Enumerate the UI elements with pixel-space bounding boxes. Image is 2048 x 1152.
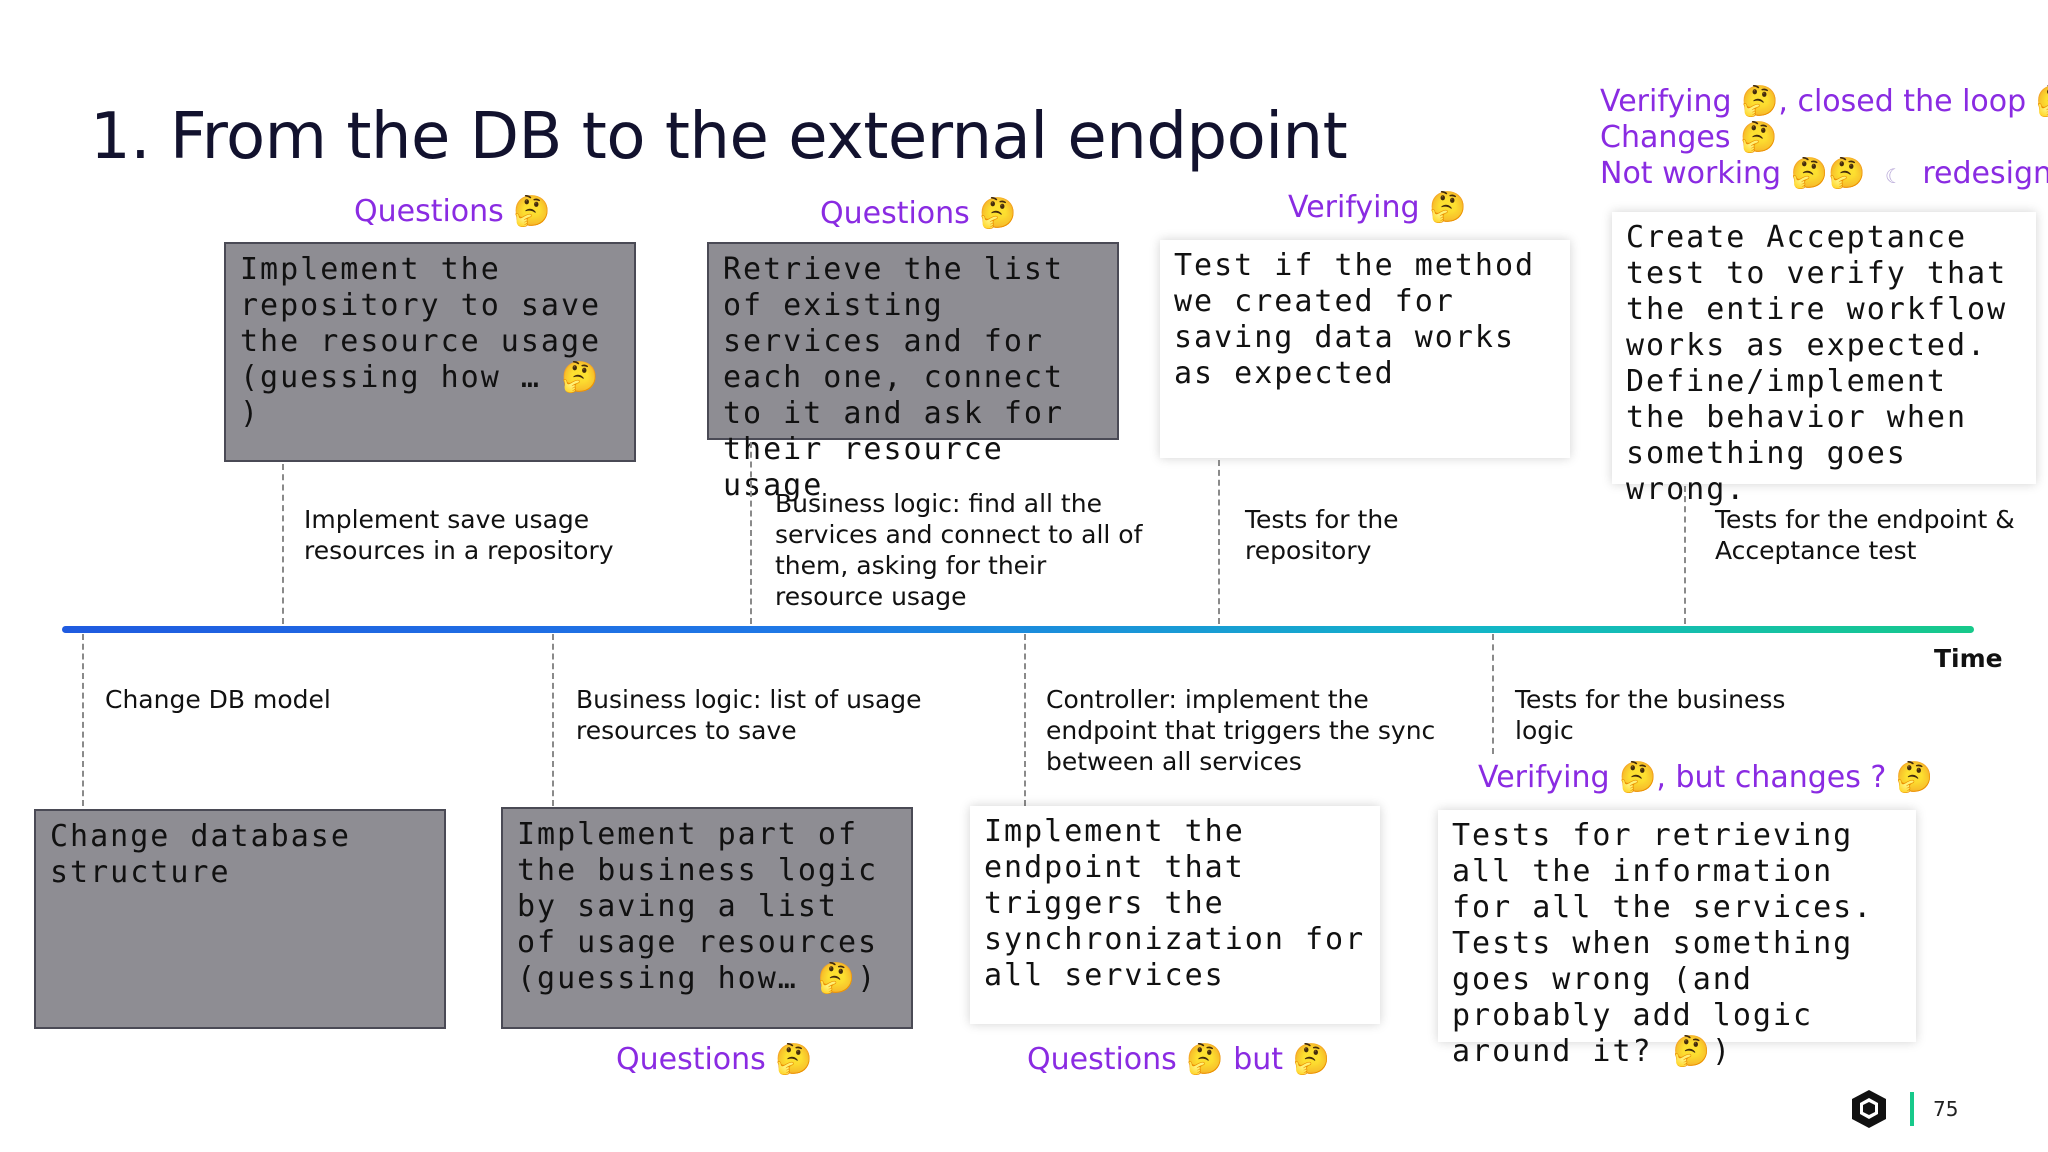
company-logo-icon: [1852, 1090, 1886, 1128]
task-box-tests-retrieving: Tests for retrieving all the information…: [1438, 810, 1916, 1069]
task-box-acceptance-test: Create Acceptance test to verify that th…: [1612, 212, 2036, 507]
connector-line: [282, 464, 284, 624]
verifying-label-2: Verifying 🤔, but changes ? 🤔: [1478, 760, 1934, 795]
status-stack: Verifying 🤔, closed the loop 🤔 Changes 🤔…: [1600, 84, 2048, 194]
task-box-business-logic: Implement part of the business logic by …: [501, 807, 913, 1029]
verifying-label-1: Verifying 🤔: [1288, 190, 1467, 225]
note-tests-endpoint: Tests for the endpoint & Acceptance test: [1715, 505, 2015, 565]
timeline-axis: [62, 626, 1974, 633]
connector-line: [82, 634, 84, 806]
task-box-retrieve-services: Retrieve the list of existing services a…: [707, 242, 1119, 503]
note-tests-repository: Tests for the repository: [1245, 505, 1399, 565]
page-number: 75: [1933, 1097, 1959, 1121]
connector-line: [1684, 486, 1686, 624]
connector-line: [1492, 634, 1494, 754]
questions-label-3: Questions 🤔: [616, 1042, 813, 1077]
task-box-endpoint: Implement the endpoint that triggers the…: [970, 806, 1380, 1024]
task-box-test-saving: Test if the method we created for saving…: [1160, 240, 1570, 458]
slide-title: 1. From the DB to the external endpoint: [90, 100, 1348, 174]
connector-line: [1218, 460, 1220, 624]
note-change-db: Change DB model: [105, 685, 331, 714]
questions-label-1: Questions 🤔: [354, 194, 551, 229]
status-redesign: redesign ‼: [1922, 156, 2048, 191]
connector-line: [750, 442, 752, 624]
note-tests-business-logic: Tests for the business logic: [1515, 685, 1786, 745]
page-divider: [1910, 1092, 1914, 1126]
questions-label-2: Questions 🤔: [820, 196, 1017, 231]
task-box-change-database: Change database structure: [34, 809, 446, 1029]
connector-line: [1024, 634, 1026, 806]
task-box-implement-repository: Implement the repository to save the res…: [224, 242, 636, 462]
note-list-usage: Business logic: list of usage resources …: [576, 685, 922, 745]
note-find-services: Business logic: find all the services an…: [775, 489, 1143, 611]
status-changes: Changes 🤔: [1600, 120, 1778, 155]
note-save-usage: Implement save usage resources in a repo…: [304, 505, 614, 565]
status-not-working: Not working 🤔🤔: [1600, 156, 1866, 191]
questions-label-4: Questions 🤔 but 🤔: [1027, 1042, 1330, 1077]
connector-line: [552, 634, 554, 806]
note-controller: Controller: implement the endpoint that …: [1046, 685, 1436, 776]
time-label: Time: [1934, 644, 2003, 673]
status-verifying-closed-loop: Verifying 🤔, closed the loop 🤔: [1600, 84, 2048, 119]
moon-icon: ☾: [1884, 164, 1903, 188]
status-not-working-line: Not working 🤔🤔 ☾ redesign ‼: [1600, 156, 2048, 194]
